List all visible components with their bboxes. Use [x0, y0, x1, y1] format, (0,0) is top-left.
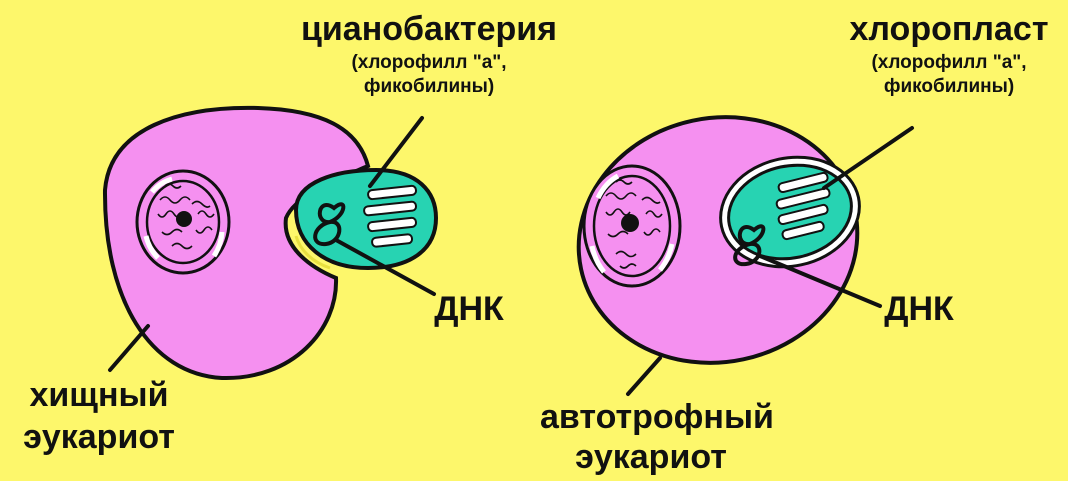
label-chloro-pigment-2: фикобилины) — [834, 76, 1064, 98]
predator-nucleolus — [176, 211, 192, 227]
label-dna-right: ДНК — [874, 290, 964, 329]
cyanobacterium — [296, 170, 436, 268]
autotroph-nucleus — [584, 166, 680, 286]
label-predator-1: хищный — [14, 376, 184, 415]
pointer-chloroplast — [824, 128, 912, 188]
label-autotroph-1: автотрофный — [540, 398, 762, 437]
autotroph-nucleolus — [621, 214, 639, 232]
label-predator-2: эукариот — [14, 418, 184, 457]
label-chloro-pigment-1: (хлорофилл "а", — [834, 52, 1064, 74]
pointer-autotroph — [628, 358, 660, 394]
label-dna-left: ДНК — [424, 290, 514, 329]
label-cyano-pigment-2: фикобилины) — [314, 76, 544, 98]
label-chloroplast: хлоропласт — [838, 10, 1060, 49]
autotrophic-eukaryote — [556, 92, 881, 389]
label-cyano-pigment-1: (хлорофилл "а", — [314, 52, 544, 74]
predator-nucleus — [137, 171, 229, 273]
label-cyanobacterium: цианобактерия — [288, 10, 570, 49]
label-autotroph-2: эукариот — [540, 438, 762, 477]
pointer-predator — [110, 326, 148, 370]
